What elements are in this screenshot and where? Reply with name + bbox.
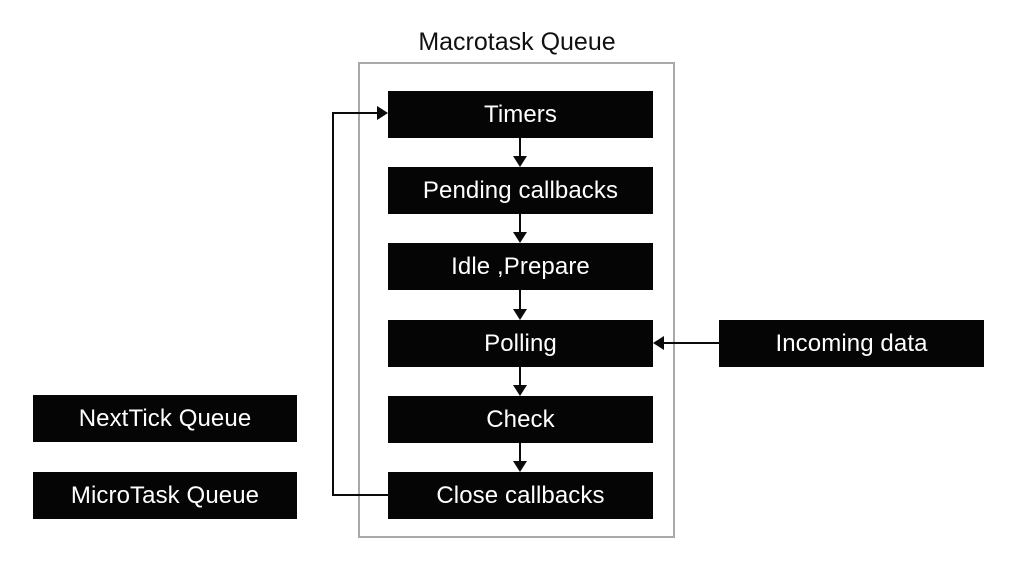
phase-node-close-callbacks[interactable]: Close callbacks [388, 472, 653, 519]
arrowhead-check-to-close-icon [513, 461, 527, 472]
arrowhead-incoming-to-polling-icon [653, 336, 664, 350]
phase-label: Idle ,Prepare [451, 252, 590, 280]
phase-label: Polling [484, 329, 557, 357]
connector-idle-to-polling [519, 290, 521, 309]
arrowhead-timers-to-pending-icon [513, 156, 527, 167]
macrotask-queue-title: Macrotask Queue [418, 28, 616, 56]
connector-timers-to-pending [519, 138, 521, 156]
loopback-segment-top [332, 112, 378, 114]
arrowhead-idle-to-polling-icon [513, 309, 527, 320]
queue-node-nexttick[interactable]: NextTick Queue [33, 395, 297, 442]
connector-check-to-close [519, 443, 521, 461]
connector-polling-to-check [519, 367, 521, 385]
arrowhead-loopback-to-timers-icon [377, 106, 388, 120]
macrotask-queue-frame [358, 62, 675, 538]
phase-label: Timers [483, 100, 558, 128]
phase-node-timers[interactable]: Timers [388, 91, 653, 138]
connector-incoming-to-polling [663, 342, 720, 344]
phase-node-pending-callbacks[interactable]: Pending callbacks [388, 167, 653, 214]
incoming-data-node[interactable]: Incoming data [719, 320, 984, 367]
loopback-segment-left [332, 112, 334, 496]
phase-label: Check [486, 405, 555, 433]
phase-node-check[interactable]: Check [388, 396, 653, 443]
phase-node-polling[interactable]: Polling [388, 320, 653, 367]
incoming-data-label: Incoming data [775, 329, 928, 357]
arrowhead-pending-to-idle-icon [513, 232, 527, 243]
queue-node-microtask[interactable]: MicroTask Queue [33, 472, 297, 519]
arrowhead-polling-to-check-icon [513, 385, 527, 396]
loopback-segment-bottom [332, 494, 390, 496]
queue-label: NextTick Queue [78, 404, 252, 432]
phase-label: Pending callbacks [422, 176, 619, 204]
queue-label: MicroTask Queue [70, 481, 260, 509]
phase-node-idle-prepare[interactable]: Idle ,Prepare [388, 243, 653, 290]
connector-pending-to-idle [519, 214, 521, 232]
phase-label: Close callbacks [436, 481, 605, 509]
